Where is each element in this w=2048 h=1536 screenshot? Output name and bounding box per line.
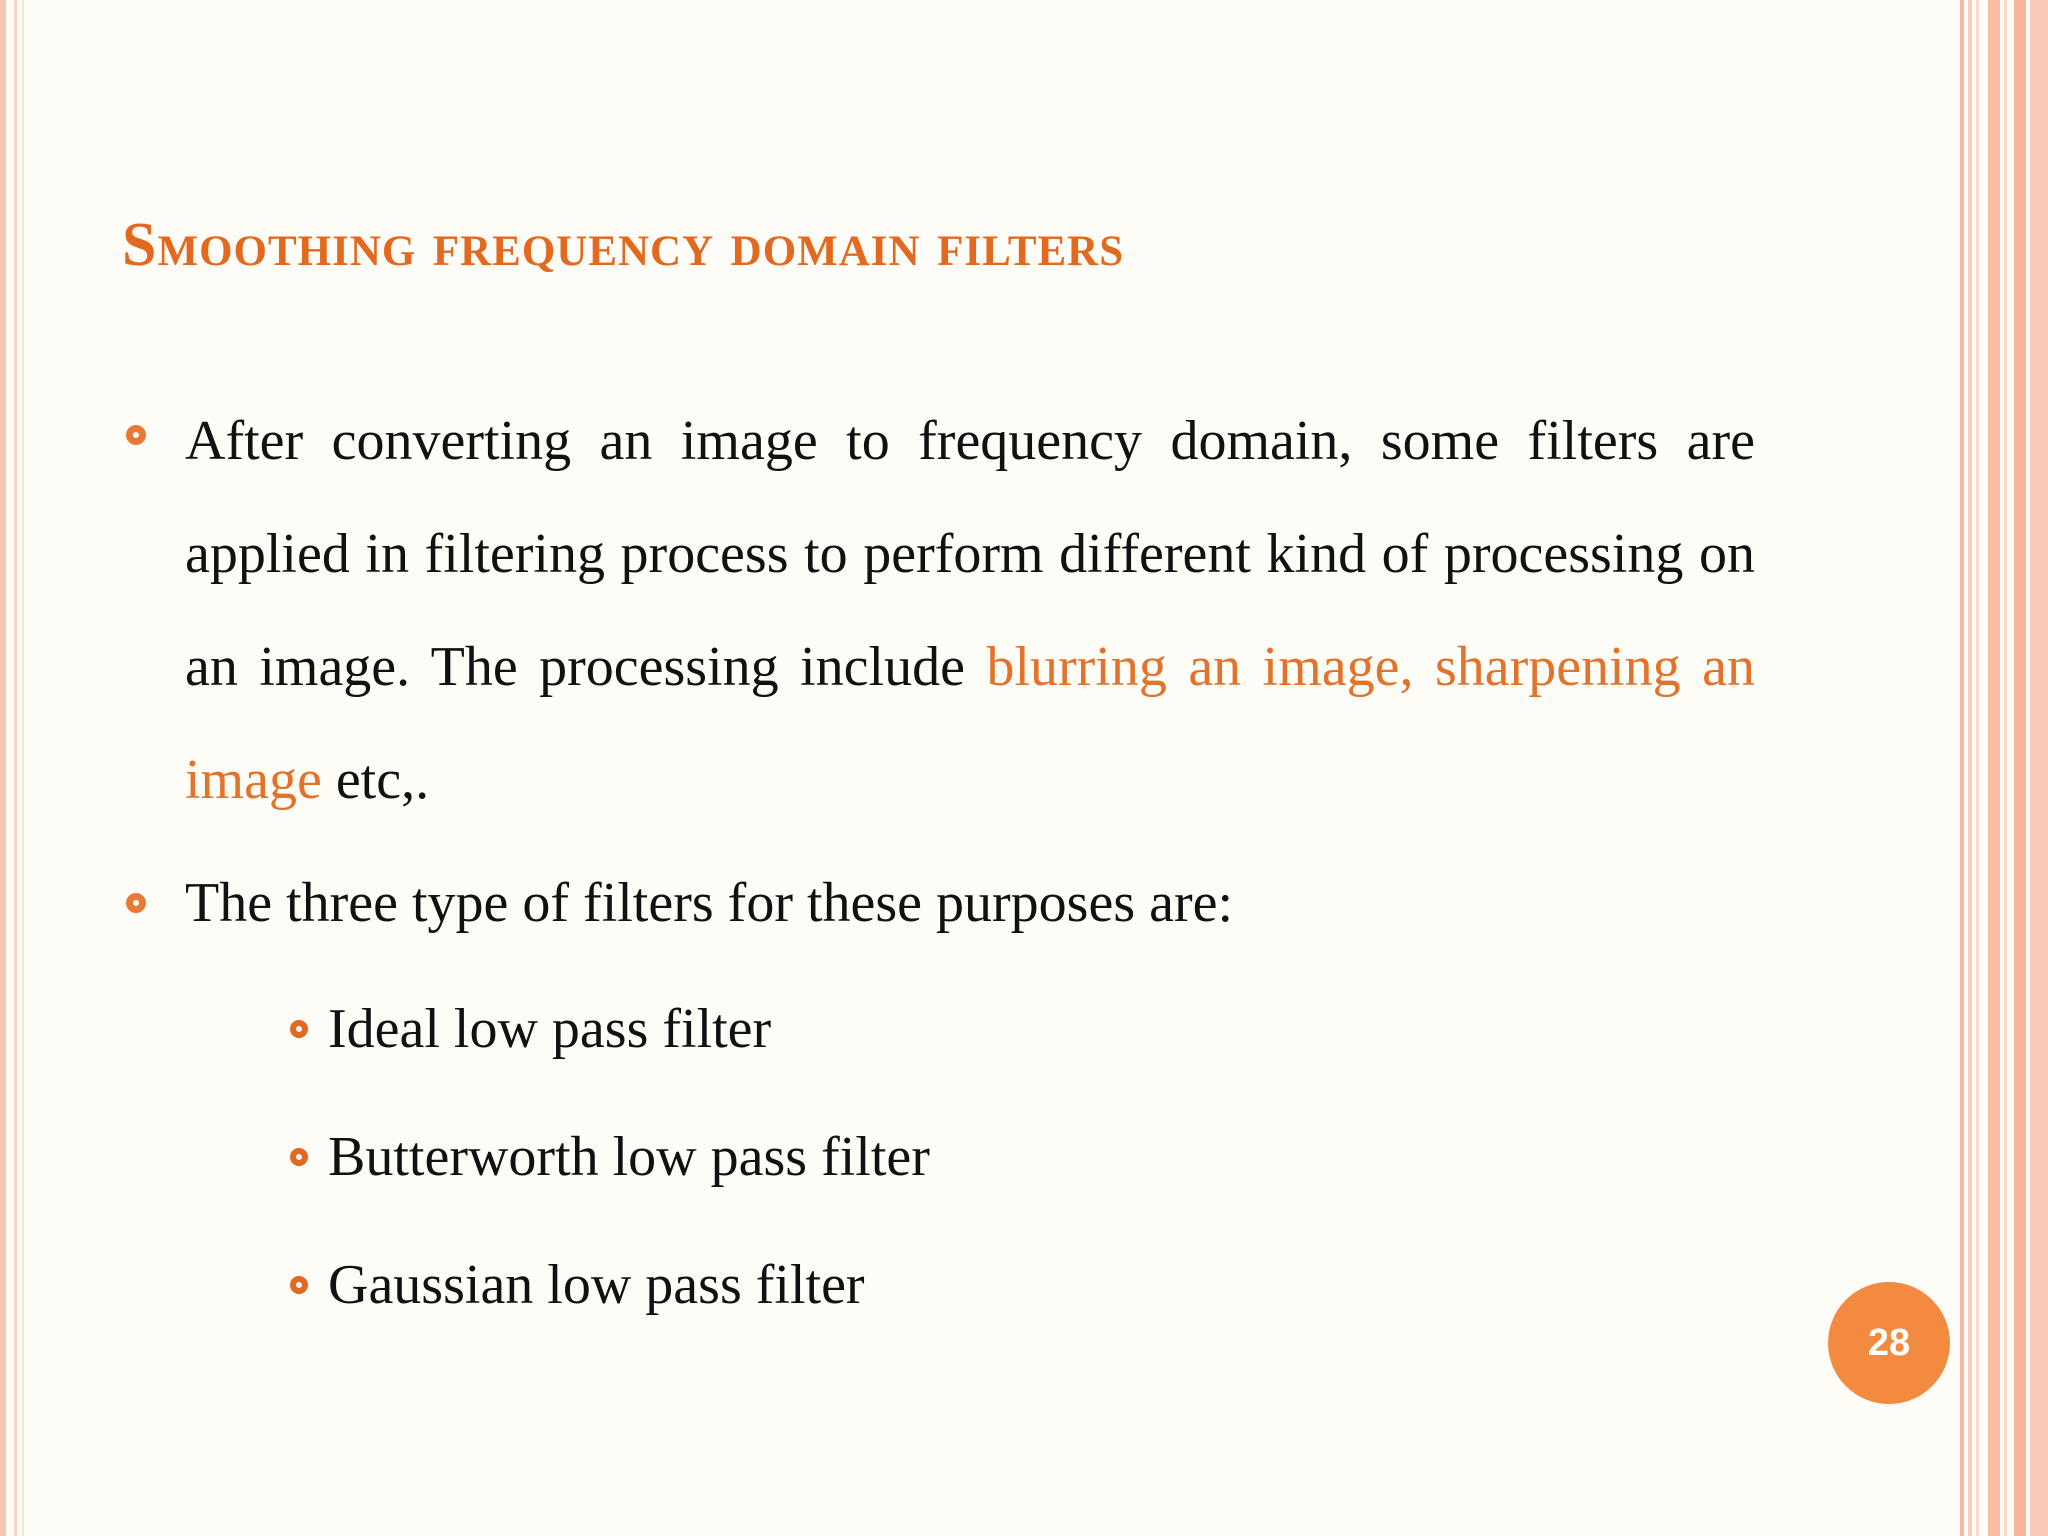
paragraph-highlight: blurring an image, sharpening an image bbox=[185, 636, 1755, 811]
right-stripe bbox=[2004, 0, 2007, 1536]
left-border-line bbox=[14, 0, 17, 1536]
paragraph-text-end: etc,. bbox=[321, 749, 430, 811]
right-stripe bbox=[1976, 0, 1979, 1536]
ring-bullet-icon bbox=[126, 893, 146, 913]
left-border-line bbox=[22, 0, 24, 1536]
list-item-butterworth: Butterworth low pass filter bbox=[328, 1126, 930, 1188]
list-item-ideal: Ideal low pass filter bbox=[328, 998, 772, 1060]
ring-bullet-icon bbox=[290, 1276, 308, 1294]
ring-bullet-icon bbox=[290, 1020, 308, 1038]
slide-title: Smoothing frequency domain filters bbox=[122, 211, 1125, 279]
ring-bullet-icon bbox=[290, 1148, 308, 1166]
bullet-text: The three type of filters for these purp… bbox=[185, 872, 1234, 934]
right-stripe bbox=[2014, 0, 2026, 1536]
right-stripe bbox=[2030, 0, 2048, 1536]
right-stripe bbox=[1988, 0, 2000, 1536]
left-border-line bbox=[0, 0, 6, 1536]
paragraph-text: After converting an image to frequency d… bbox=[185, 410, 1755, 698]
bullet-paragraph: After converting an image to frequency d… bbox=[185, 385, 1755, 837]
ring-bullet-icon bbox=[126, 425, 146, 445]
right-decorative-stripes bbox=[1960, 0, 2048, 1536]
list-item-gaussian: Gaussian low pass filter bbox=[328, 1254, 865, 1316]
page-number-badge: 28 bbox=[1828, 1282, 1950, 1404]
right-stripe bbox=[1968, 0, 1972, 1536]
right-stripe bbox=[1960, 0, 1964, 1536]
